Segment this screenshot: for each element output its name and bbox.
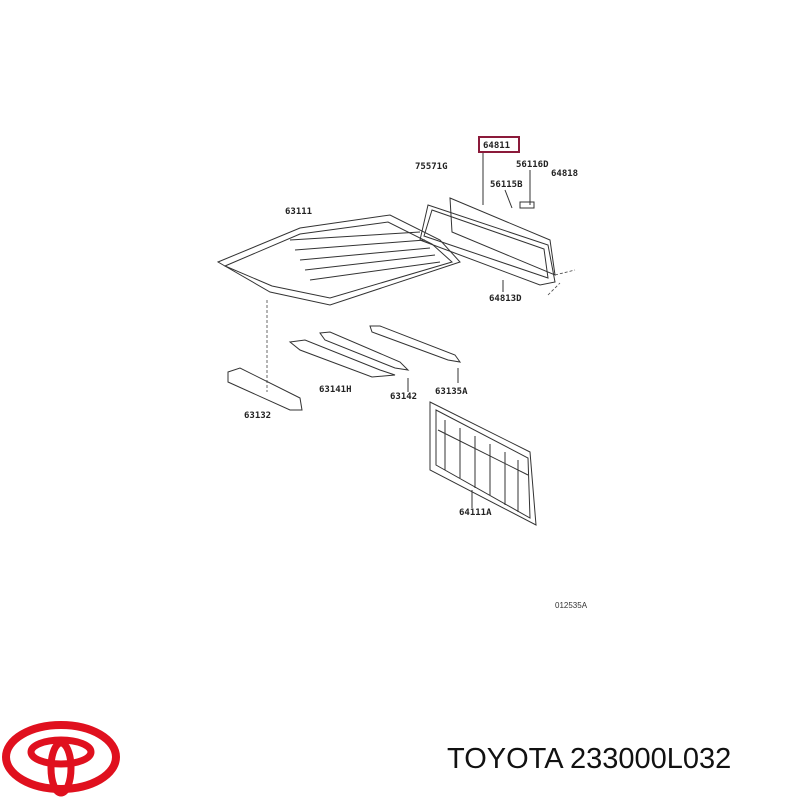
label-63141h[interactable]: 63141H (319, 385, 352, 395)
label-64111a[interactable]: 64111A (459, 508, 492, 518)
label-63142[interactable]: 63142 (390, 392, 417, 402)
label-75571g[interactable]: 75571G (415, 162, 448, 172)
back-window (419, 197, 576, 296)
part-number-caption: TOYOTA 233000L032 (447, 743, 732, 775)
label-64813d[interactable]: 64813D (489, 294, 522, 304)
drawing-code: 012535A (555, 601, 588, 610)
label-63132[interactable]: 63132 (244, 411, 271, 421)
label-63135a[interactable]: 63135A (435, 387, 468, 397)
highlight-box (478, 136, 520, 153)
label-64818[interactable]: 64818 (551, 169, 578, 179)
leader-lines (407, 152, 531, 508)
label-64811[interactable]: 64811 (483, 141, 510, 151)
roof-rails (227, 325, 462, 411)
back-panel (429, 401, 537, 526)
label-63111[interactable]: 63111 (285, 207, 312, 217)
toyota-logo (2, 721, 120, 797)
label-56115b[interactable]: 56115B (490, 180, 523, 190)
label-56116d[interactable]: 56116D (516, 160, 549, 170)
